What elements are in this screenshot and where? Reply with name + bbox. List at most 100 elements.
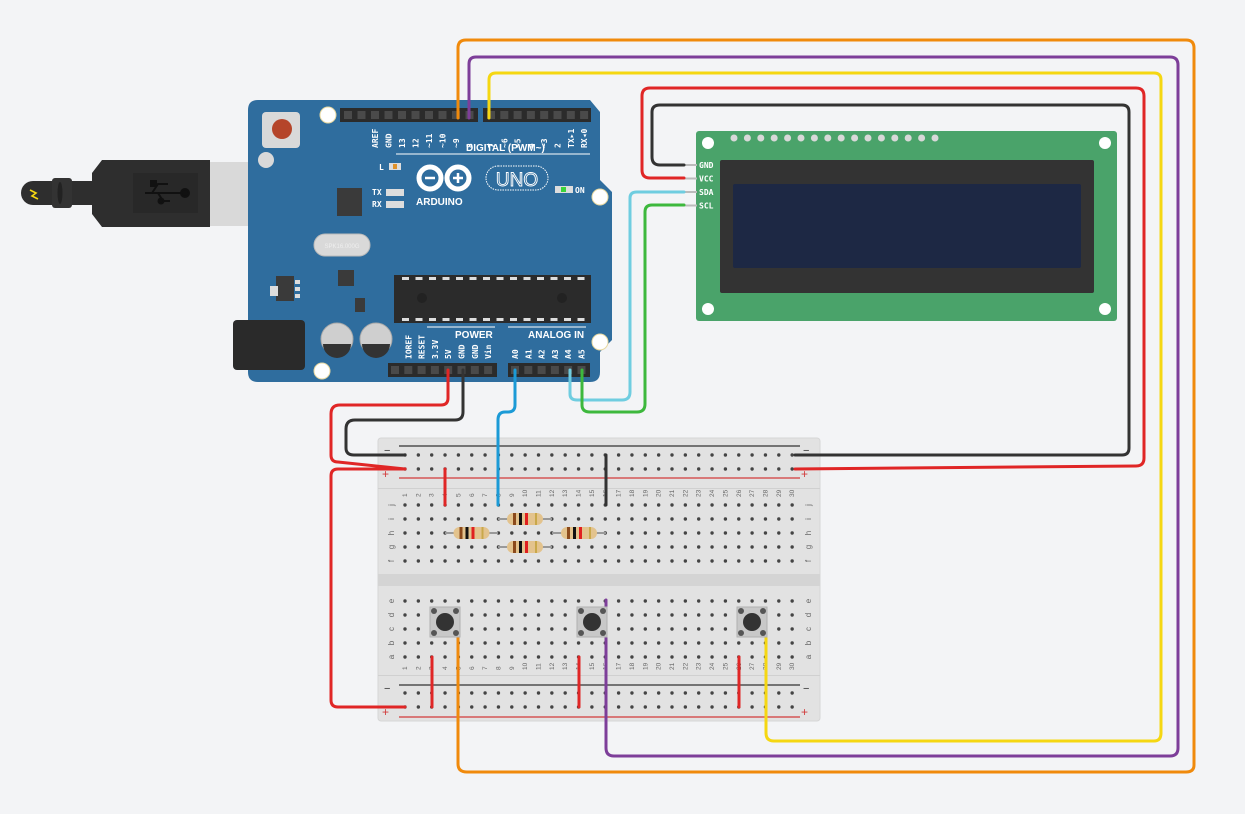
breadboard-hole[interactable] xyxy=(403,531,407,535)
breadboard-hole[interactable] xyxy=(416,503,421,507)
breadboard-hole[interactable] xyxy=(536,641,541,645)
breadboard-hole[interactable] xyxy=(456,503,461,507)
breadboard-hole[interactable] xyxy=(616,641,621,645)
pushbutton[interactable] xyxy=(576,606,608,638)
breadboard-hole[interactable] xyxy=(416,517,421,521)
breadboard-hole[interactable] xyxy=(790,627,794,631)
rail-hole[interactable] xyxy=(777,705,781,709)
breadboard-hole[interactable] xyxy=(616,517,621,521)
breadboard-hole[interactable] xyxy=(470,599,474,603)
breadboard-hole[interactable] xyxy=(656,559,661,563)
breadboard-hole[interactable] xyxy=(670,531,674,535)
breadboard-hole[interactable] xyxy=(630,641,634,645)
resistor[interactable] xyxy=(498,541,552,553)
breadboard-hole[interactable] xyxy=(683,613,688,617)
rail-hole[interactable] xyxy=(616,691,621,695)
wire-10[interactable] xyxy=(650,103,1131,457)
rail-hole[interactable] xyxy=(777,467,781,471)
header-pin[interactable] xyxy=(425,111,433,119)
breadboard-hole[interactable] xyxy=(643,545,647,549)
breadboard-hole[interactable] xyxy=(483,641,487,645)
breadboard-hole[interactable] xyxy=(496,599,501,603)
breadboard-hole[interactable] xyxy=(683,531,688,535)
pushbutton[interactable] xyxy=(736,606,768,638)
breadboard-hole[interactable] xyxy=(643,641,647,645)
breadboard-hole[interactable] xyxy=(443,655,447,659)
header-pin[interactable] xyxy=(411,111,420,119)
pushbutton-cap[interactable] xyxy=(583,613,601,631)
breadboard-hole[interactable] xyxy=(710,627,714,631)
header-pin[interactable] xyxy=(540,111,549,119)
breadboard-hole[interactable] xyxy=(656,641,661,645)
wire-9[interactable] xyxy=(640,86,1146,471)
rail-hole[interactable] xyxy=(510,453,514,457)
rail-hole[interactable] xyxy=(576,467,581,471)
breadboard-hole[interactable] xyxy=(510,613,514,617)
wire-8[interactable] xyxy=(487,71,1163,743)
rail-hole[interactable] xyxy=(563,467,567,471)
breadboard-hole[interactable] xyxy=(470,503,474,507)
breadboard-hole[interactable] xyxy=(470,655,474,659)
rail-hole[interactable] xyxy=(763,453,768,457)
rail-hole[interactable] xyxy=(403,691,407,695)
breadboard-hole[interactable] xyxy=(710,641,714,645)
rail-hole[interactable] xyxy=(683,453,688,457)
breadboard-hole[interactable] xyxy=(683,545,688,549)
breadboard-hole[interactable] xyxy=(470,627,474,631)
breadboard-hole[interactable] xyxy=(683,503,688,507)
breadboard-hole[interactable] xyxy=(723,517,728,521)
breadboard-hole[interactable] xyxy=(697,655,701,659)
rail-hole[interactable] xyxy=(656,453,661,457)
breadboard-hole[interactable] xyxy=(790,655,794,659)
breadboard-hole[interactable] xyxy=(790,559,794,563)
breadboard-hole[interactable] xyxy=(510,627,514,631)
breadboard-hole[interactable] xyxy=(643,655,647,659)
header-pin[interactable] xyxy=(344,111,352,119)
breadboard-hole[interactable] xyxy=(416,655,421,659)
header-pin[interactable] xyxy=(550,366,559,374)
rail-hole[interactable] xyxy=(750,705,754,709)
rail-hole[interactable] xyxy=(510,467,514,471)
breadboard-hole[interactable] xyxy=(697,641,701,645)
breadboard-hole[interactable] xyxy=(750,503,754,507)
breadboard-hole[interactable] xyxy=(616,655,621,659)
header-pin[interactable] xyxy=(537,366,546,374)
breadboard-hole[interactable] xyxy=(737,599,741,603)
rail-hole[interactable] xyxy=(723,453,728,457)
rail-hole[interactable] xyxy=(496,691,501,695)
breadboard-hole[interactable] xyxy=(523,503,527,507)
breadboard-hole[interactable] xyxy=(763,559,768,563)
breadboard-hole[interactable] xyxy=(470,613,474,617)
rail-hole[interactable] xyxy=(710,467,714,471)
rail-hole[interactable] xyxy=(790,691,794,695)
breadboard-hole[interactable] xyxy=(603,517,607,521)
header-pin[interactable] xyxy=(384,111,393,119)
breadboard-hole[interactable] xyxy=(763,503,768,507)
breadboard-hole[interactable] xyxy=(697,503,701,507)
breadboard-hole[interactable] xyxy=(603,545,607,549)
breadboard-hole[interactable] xyxy=(777,655,781,659)
wire-1[interactable] xyxy=(329,368,450,471)
breadboard-hole[interactable] xyxy=(643,599,647,603)
breadboard-hole[interactable] xyxy=(656,655,661,659)
breadboard-hole[interactable] xyxy=(630,517,634,521)
breadboard-hole[interactable] xyxy=(750,545,754,549)
rail-hole[interactable] xyxy=(470,467,474,471)
breadboard-hole[interactable] xyxy=(496,655,501,659)
rail-hole[interactable] xyxy=(416,691,421,695)
breadboard-hole[interactable] xyxy=(697,613,701,617)
breadboard-hole[interactable] xyxy=(536,559,541,563)
breadboard-hole[interactable] xyxy=(643,503,647,507)
breadboard-hole[interactable] xyxy=(416,627,421,631)
breadboard-hole[interactable] xyxy=(563,655,567,659)
breadboard-hole[interactable] xyxy=(563,545,567,549)
header-pin[interactable] xyxy=(371,111,379,119)
breadboard-hole[interactable] xyxy=(697,599,701,603)
wire-7[interactable] xyxy=(467,55,1180,758)
rail-hole[interactable] xyxy=(790,467,794,471)
breadboard-hole[interactable] xyxy=(723,627,728,631)
breadboard-hole[interactable] xyxy=(750,517,754,521)
breadboard-hole[interactable] xyxy=(750,531,754,535)
rail-hole[interactable] xyxy=(670,691,674,695)
rail-hole[interactable] xyxy=(523,705,527,709)
